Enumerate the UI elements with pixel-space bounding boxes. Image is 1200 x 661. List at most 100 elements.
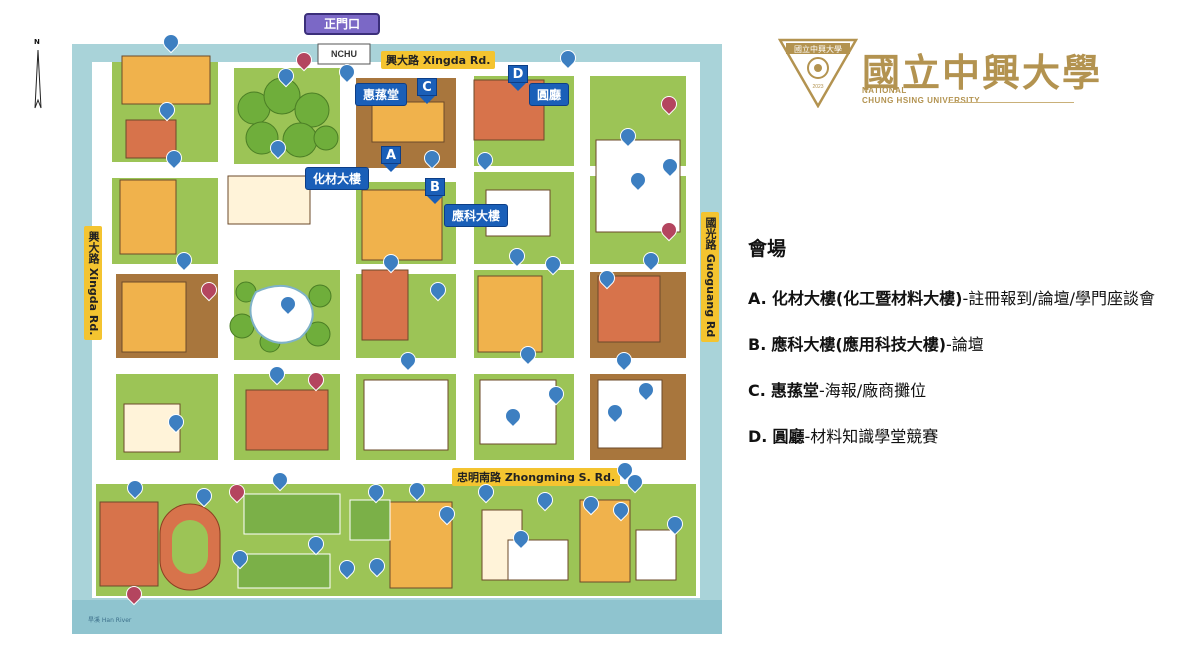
map-pin[interactable] <box>383 254 397 268</box>
map-pin[interactable] <box>368 484 382 498</box>
map-pin[interactable] <box>229 484 243 498</box>
map-pin[interactable] <box>232 550 246 564</box>
map-pin[interactable] <box>667 516 681 530</box>
road-label-xingda-west: 興大路 Xingda Rd. <box>84 226 102 341</box>
map-pin[interactable] <box>296 52 310 66</box>
river-label: 旱溪 Han River <box>88 617 132 624</box>
campus-map-canvas: NCHU <box>72 43 722 634</box>
map-pin[interactable] <box>548 386 562 400</box>
map-pin[interactable] <box>505 408 519 422</box>
north-arrow-label: N <box>34 38 40 46</box>
map-pin[interactable] <box>308 372 322 386</box>
map-pin[interactable] <box>560 50 574 64</box>
map-pin[interactable] <box>196 488 210 502</box>
legend-item-venue: 應科大樓(應用科技大樓) <box>771 335 947 354</box>
map-pin[interactable] <box>339 560 353 574</box>
map-pin[interactable] <box>477 152 491 166</box>
venue-b-marker[interactable]: B <box>425 178 445 204</box>
map-pin[interactable] <box>269 366 283 380</box>
legend-item-c[interactable]: C. 惠蓀堂-海報/廠商攤位 <box>748 375 1188 407</box>
legend-item-b[interactable]: B. 應科大樓(應用科技大樓)-論壇 <box>748 329 1188 361</box>
map-pin[interactable] <box>409 482 423 496</box>
map-pin[interactable] <box>638 382 652 396</box>
map-pin[interactable] <box>272 472 286 486</box>
map-pin[interactable] <box>537 492 551 506</box>
pond <box>249 285 314 344</box>
map-pin[interactable] <box>509 248 523 262</box>
map-pin[interactable] <box>661 96 675 110</box>
map-pin[interactable] <box>270 140 284 154</box>
sports-courts <box>237 493 391 589</box>
map-pin[interactable] <box>424 150 438 164</box>
buildings <box>99 55 681 589</box>
map-pin[interactable] <box>627 474 641 488</box>
venue-d-marker[interactable]: D <box>508 65 528 91</box>
venue-d-tag[interactable]: 圓廳 <box>529 83 570 106</box>
map-pin[interactable] <box>545 256 559 270</box>
map-pin[interactable] <box>280 296 294 310</box>
map-pin[interactable] <box>620 128 634 142</box>
han-river <box>72 600 722 634</box>
campus-map: NCHU N 正門口 興大路 Xingda Rd. 興大路 Xingda Rd.… <box>0 0 740 661</box>
map-pin[interactable] <box>599 270 613 284</box>
map-pin[interactable] <box>616 352 630 366</box>
map-pin[interactable] <box>308 536 322 550</box>
map-pin[interactable] <box>613 502 627 516</box>
map-pin[interactable] <box>278 68 292 82</box>
map-pin[interactable] <box>168 414 182 428</box>
venue-a-marker[interactable]: A <box>381 146 401 172</box>
logo-rule <box>948 102 1074 103</box>
legend-item-a[interactable]: A. 化材大樓(化工暨材料大樓)-註冊報到/論壇/學門座談會 <box>748 283 1188 315</box>
map-pin[interactable] <box>339 64 353 78</box>
venue-legend: 會場 A. 化材大樓(化工暨材料大樓)-註冊報到/論壇/學門座談會 B. 應科大… <box>748 234 1188 467</box>
map-pin[interactable] <box>630 172 644 186</box>
road-label-xingda-north: 興大路 Xingda Rd. <box>381 51 496 69</box>
venue-b-tag[interactable]: 應科大樓 <box>444 204 509 227</box>
map-pin[interactable] <box>201 282 215 296</box>
legend-item-desc: -論壇 <box>946 335 984 354</box>
map-pin[interactable] <box>127 480 141 494</box>
map-pin[interactable] <box>369 558 383 572</box>
legend-item-key: D. <box>748 427 768 446</box>
venue-d-letter: D <box>508 65 528 83</box>
legend-item-key: C. <box>748 381 766 400</box>
university-name-en-line1: NATIONAL <box>862 86 907 95</box>
map-pin[interactable] <box>163 34 177 48</box>
main-gate-label[interactable]: 正門口 <box>304 13 380 35</box>
seal-text: 國立中興大學 <box>794 44 842 54</box>
legend-title: 會場 <box>748 238 787 260</box>
trees <box>229 77 339 353</box>
map-pin[interactable] <box>430 282 444 296</box>
seal-year: 2023 <box>812 84 823 90</box>
map-pin[interactable] <box>662 158 676 172</box>
map-pin[interactable] <box>513 530 527 544</box>
map-pin[interactable] <box>520 346 534 360</box>
track-field <box>172 520 208 574</box>
map-pin[interactable] <box>643 252 657 266</box>
map-pin[interactable] <box>126 586 140 600</box>
university-name-zh: 國立中興大學 <box>862 50 1103 95</box>
university-name-en-line2: CHUNG HSING UNIVERSITY <box>862 96 981 105</box>
map-pin[interactable] <box>159 102 173 116</box>
north-arrow-icon <box>34 49 42 109</box>
venue-a-tag[interactable]: 化材大樓 <box>305 167 370 190</box>
map-pin[interactable] <box>661 222 675 236</box>
map-pin[interactable] <box>478 484 492 498</box>
map-pin[interactable] <box>400 352 414 366</box>
map-pin[interactable] <box>607 404 621 418</box>
map-pin[interactable] <box>439 506 453 520</box>
legend-item-desc: -海報/廠商攤位 <box>818 381 927 400</box>
legend-item-key: B. <box>748 335 767 354</box>
venue-c-letter: C <box>417 78 437 96</box>
venue-a-letter: A <box>381 146 401 164</box>
map-pin[interactable] <box>176 252 190 266</box>
university-logo: 國立中興大學 2023 國立中興大學 NATIONAL CHUNG HSING … <box>778 38 1100 108</box>
legend-item-venue: 化材大樓(化工暨材料大樓) <box>771 289 963 308</box>
venue-b-letter: B <box>425 178 445 196</box>
venue-c-marker[interactable]: C <box>417 78 437 104</box>
map-pin[interactable] <box>583 496 597 510</box>
venue-c-tag[interactable]: 惠蓀堂 <box>355 83 408 106</box>
map-pin[interactable] <box>166 150 180 164</box>
gate-sign: NCHU <box>331 49 357 59</box>
legend-item-d[interactable]: D. 圓廳-材料知識學堂競賽 <box>748 421 1188 453</box>
